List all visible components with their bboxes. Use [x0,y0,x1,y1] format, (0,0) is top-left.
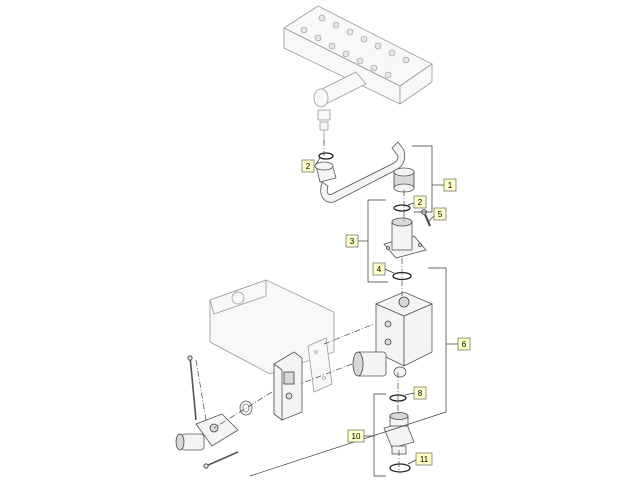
callout-8: 8 [413,386,427,400]
manifold-ports [300,14,410,79]
pump-body [209,279,434,378]
callout-label: 6 [462,340,467,349]
callout-2-upper: 2 [301,159,315,173]
callout-label: 8 [418,389,423,398]
o-ring-11 [389,463,411,473]
callout-11: 11 [415,452,433,466]
callout-5: 5 [433,207,447,221]
callout-4: 4 [372,262,386,276]
callout-label: 11 [420,455,429,464]
callout-label: 1 [448,181,453,190]
fitting-10 [383,412,415,455]
long-bolts [187,355,239,469]
center-lines [195,140,405,470]
gasket-plate [307,337,333,393]
callout-3: 3 [345,234,359,248]
callout-10: 10 [347,429,365,443]
callout-label: 2 [306,162,311,171]
seal-ring-lower [393,204,411,212]
callout-label: 10 [352,432,361,441]
valve-cover-plate [273,351,303,421]
leader-lines [249,145,458,477]
solenoid-valve [175,413,239,451]
manifold-block [283,5,433,144]
callout-label: 2 [418,198,423,207]
callout-6: 6 [457,337,471,351]
adapter-flange [383,217,427,259]
callout-2-lower: 2 [413,195,427,209]
callout-1: 1 [443,178,457,192]
callout-label: 4 [377,265,382,274]
callout-label: 5 [438,210,443,219]
seal-ring-upper [318,152,334,160]
pipe-assembly [314,141,415,203]
callout-label: 3 [350,237,355,246]
